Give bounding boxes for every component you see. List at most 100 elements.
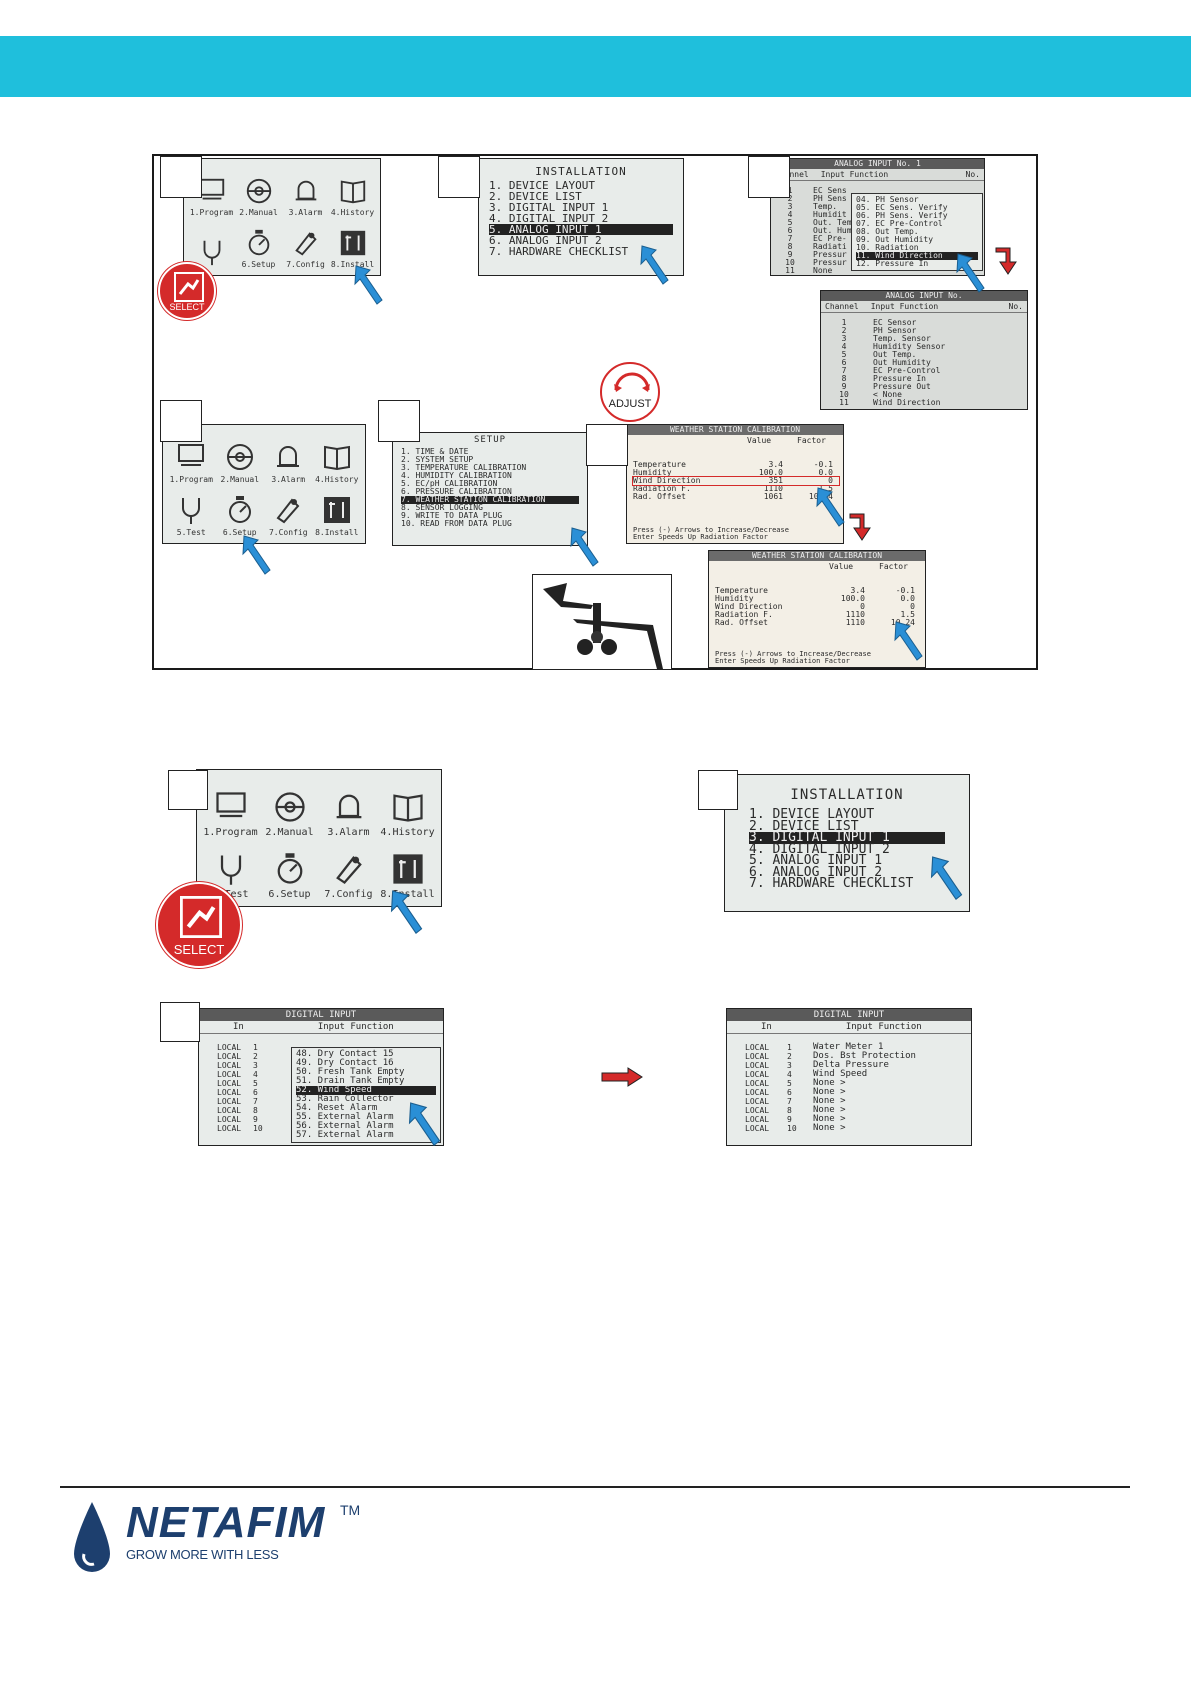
function-option[interactable]: 11. Wind Direction (856, 252, 978, 260)
setup-menu-item[interactable]: 8. SENSOR LOGGING (401, 503, 483, 512)
input-location[interactable]: LOCAL (217, 1106, 242, 1115)
input-number[interactable]: 7 (787, 1097, 792, 1106)
function-option[interactable]: 51. Drain Tank Empty (296, 1076, 405, 1086)
calibration-factor[interactable]: 0.0 (818, 468, 833, 477)
menu-tile-5[interactable] (188, 217, 235, 269)
setup-menu-item[interactable]: 5. EC/pH CALIBRATION (401, 479, 498, 488)
input-location[interactable]: LOCAL (217, 1124, 242, 1133)
input-location[interactable]: LOCAL (745, 1097, 770, 1106)
input-location[interactable]: LOCAL (745, 1070, 770, 1079)
menu-tile-5[interactable]: 5.Test (201, 838, 260, 900)
menu-tile-7[interactable]: 7.Config (319, 838, 378, 900)
input-function[interactable]: Dos. Bst Protection (813, 1051, 916, 1061)
channel-number[interactable]: 3 (841, 334, 847, 343)
channel-number[interactable]: 11 (839, 398, 849, 407)
input-function[interactable]: Temp. Sensor (873, 334, 931, 343)
input-function[interactable]: None > (813, 1096, 846, 1106)
input-number[interactable]: 8 (787, 1106, 792, 1115)
input-function[interactable]: Out. Hum (813, 226, 852, 235)
setup-menu-item[interactable]: 10. READ FROM DATA PLUG (401, 519, 512, 528)
installation-menu-item[interactable]: 7. HARDWARE CHECKLIST (489, 245, 629, 258)
channel-number[interactable]: 5 (841, 350, 847, 359)
installation-menu-item[interactable]: 4. DIGITAL INPUT 2 (489, 212, 609, 225)
setup-menu-item[interactable]: 2. SYSTEM SETUP (401, 455, 474, 464)
input-function[interactable]: Pressur (813, 258, 847, 267)
menu-tile-8[interactable]: 8.Install (313, 484, 362, 537)
input-number[interactable]: 2 (253, 1052, 258, 1061)
function-option[interactable]: 05. EC Sens. Verify (856, 203, 948, 212)
input-function[interactable]: Water Meter 1 (813, 1042, 884, 1052)
input-location[interactable]: LOCAL (217, 1070, 242, 1079)
input-function[interactable]: None > (813, 1114, 846, 1124)
input-number[interactable]: 5 (787, 1079, 792, 1088)
channel-number[interactable]: 6 (841, 358, 847, 367)
input-function[interactable]: < None (873, 390, 902, 399)
input-function[interactable]: None > (813, 1105, 846, 1115)
input-location[interactable]: LOCAL (745, 1043, 770, 1052)
input-function[interactable]: EC Sensor (873, 318, 917, 327)
input-location[interactable]: LOCAL (745, 1115, 770, 1124)
menu-tile-1[interactable]: 1.Program (167, 431, 216, 484)
function-option[interactable]: 53. Rain Collector (296, 1094, 394, 1104)
channel-number[interactable]: 9 (841, 382, 847, 391)
installation-menu-item[interactable]: 5. ANALOG INPUT 1 (489, 224, 673, 235)
input-number[interactable]: 2 (787, 1052, 792, 1061)
calibration-factor[interactable]: -0.1 (895, 586, 915, 595)
channel-number[interactable]: 7 (841, 366, 847, 375)
setup-menu-item[interactable]: 4. HUMIDITY CALIBRATION (401, 471, 512, 480)
calibration-factor[interactable]: 10.24 (890, 618, 915, 627)
input-function[interactable]: Wind Direction (873, 398, 941, 407)
menu-tile-3[interactable]: 3.Alarm (319, 776, 378, 838)
function-option[interactable]: 08. Out Temp. (856, 227, 919, 236)
input-function[interactable]: Humidity Sensor (873, 342, 946, 351)
input-number[interactable]: 7 (253, 1097, 258, 1106)
input-location[interactable]: LOCAL (217, 1079, 242, 1088)
installation-menu-item[interactable]: 6. ANALOG INPUT 2 (749, 864, 883, 880)
installation-menu-item[interactable]: 1. DEVICE LAYOUT (749, 807, 875, 822)
setup-menu-item[interactable]: 3. TEMPERATURE CALIBRATION (401, 463, 527, 472)
installation-menu-item[interactable]: 2. DEVICE LIST (489, 190, 582, 203)
input-function[interactable]: None > (813, 1123, 846, 1133)
menu-tile-4[interactable]: 4.History (378, 776, 437, 838)
function-option[interactable]: 06. PH Sens. Verify (856, 211, 948, 220)
function-option[interactable]: 56. External Alarm (296, 1121, 394, 1131)
input-function[interactable]: Out Humidity (873, 358, 931, 367)
input-location[interactable]: LOCAL (217, 1088, 242, 1097)
input-number[interactable]: 8 (253, 1106, 258, 1115)
channel-number[interactable]: 10 (785, 258, 795, 267)
calibration-factor[interactable]: 0 (910, 602, 915, 611)
installation-menu-item[interactable]: 1. DEVICE LAYOUT (489, 179, 595, 192)
channel-number[interactable]: 8 (787, 242, 793, 251)
channel-number[interactable]: 2 (841, 326, 847, 335)
input-location[interactable]: LOCAL (745, 1124, 770, 1133)
input-number[interactable]: 6 (253, 1088, 258, 1097)
input-number[interactable]: 3 (253, 1061, 258, 1070)
installation-menu-item[interactable]: 4. DIGITAL INPUT 2 (749, 841, 890, 857)
input-function[interactable]: None (813, 266, 833, 275)
calibration-factor[interactable]: 0 (828, 476, 833, 485)
function-option[interactable]: 48. Dry Contact 15 (296, 1049, 394, 1059)
calibration-factor[interactable]: 1.5 (818, 484, 833, 493)
input-number[interactable]: 3 (787, 1061, 792, 1070)
menu-tile-7[interactable]: 7.Config (282, 217, 329, 269)
function-option[interactable]: 10. Radiation (856, 243, 919, 252)
input-function[interactable]: PH Sens (813, 194, 847, 203)
input-function[interactable]: None > (813, 1087, 846, 1097)
menu-tile-4[interactable]: 4.History (313, 431, 362, 484)
menu-tile-5[interactable]: 5.Test (167, 484, 216, 537)
installation-menu-item[interactable]: 6. ANALOG INPUT 2 (489, 234, 602, 247)
setup-menu-item[interactable]: 9. WRITE TO DATA PLUG (401, 511, 503, 520)
input-number[interactable]: 6 (787, 1088, 792, 1097)
input-function[interactable]: Pressure Out (873, 382, 931, 391)
installation-menu-item[interactable]: 7. HARDWARE CHECKLIST (749, 876, 914, 891)
channel-number[interactable]: 4 (787, 210, 793, 219)
input-function[interactable]: Pressur (813, 250, 847, 259)
menu-tile-6[interactable]: 6.Setup (260, 838, 319, 900)
channel-number[interactable]: 9 (787, 250, 793, 259)
calibration-factor[interactable]: -0.1 (813, 460, 833, 469)
